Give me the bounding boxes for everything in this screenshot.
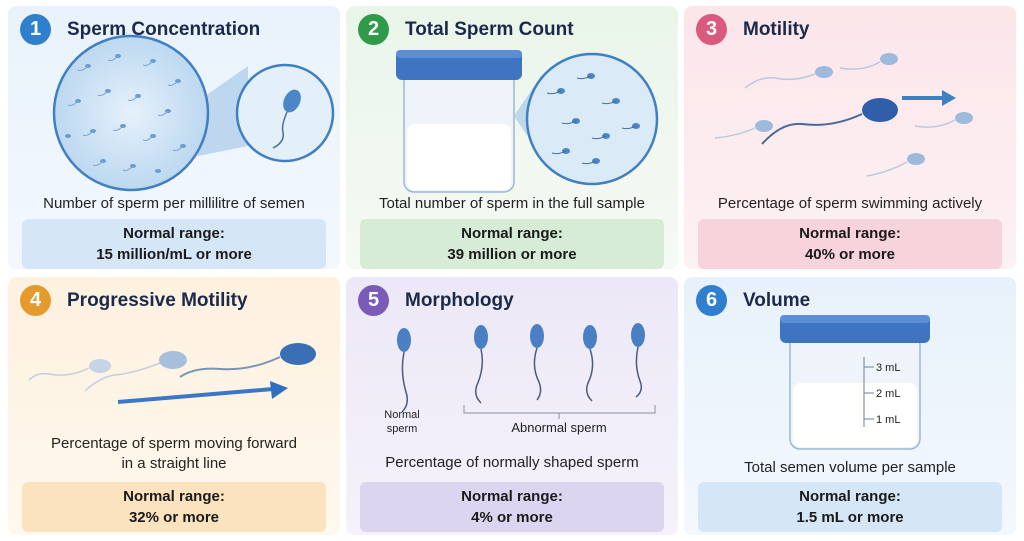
scale-mark-2ml: 2 mL [876,388,900,400]
card-description-line2: in a straight line [121,455,227,472]
card-title: Motility [743,18,810,40]
abnormal-sperm-label: Abnormal sperm [511,420,606,435]
normal-range-value: 1.5 mL or more [796,509,904,526]
sample-cup-icon [396,50,659,193]
card-title: Total Sperm Count [405,18,574,40]
normal-range-label: Normal range: [461,225,563,242]
normal-range-value: 39 million or more [447,246,577,263]
scale-mark-1ml: 1 mL [876,414,900,426]
magnified-sperm-icon [52,34,335,192]
normal-range-box: Normal range: 15 million/mL or more [22,219,326,269]
normal-range-value: 32% or more [128,509,220,526]
forward-moving-sperm-icon [28,343,316,404]
step-number-badge: 2 [358,14,389,45]
normal-range-label: Normal range: [123,488,225,505]
normal-range-box: Normal range: 1.5 mL or more [698,482,1002,532]
card-title: Sperm Concentration [67,18,261,40]
normal-range-box: Normal range: 39 million or more [360,219,664,269]
sperm-shapes-icon: Normal sperm Abnormal sperm [384,323,656,435]
card-title: Volume [743,289,811,311]
scale-mark-3ml: 3 mL [876,362,900,374]
card-description: Percentage of normally shaped sperm [385,454,639,471]
normal-range-label: Normal range: [461,488,563,505]
normal-range-label: Normal range: [123,225,225,242]
normal-range-value: 40% or more [804,246,896,263]
step-number-badge: 3 [696,14,727,45]
card-description: Total number of sperm in the full sample [379,195,645,212]
card-title: Progressive Motility [67,289,248,311]
normal-range-label: Normal range: [799,488,901,505]
step-number-badge: 5 [358,285,389,316]
card-description: Number of sperm per millilitre of semen [43,195,305,212]
normal-range-value: 4% or more [471,509,553,526]
card-description-line1: Percentage of sperm moving forward [51,435,297,452]
card-volume: 3 mL 2 mL 1 mL 6 Volume Total semen volu… [684,277,1016,535]
card-motility: 3 Motility Percentage of sperm swimming … [684,6,1016,269]
step-number-badge: 6 [696,285,727,316]
normal-range-label: Normal range: [799,225,901,242]
card-sperm-concentration: 1 Sperm Concentration Number of sperm pe… [8,6,340,269]
card-total-sperm-count: 2 Total Sperm Count Total number of sper… [346,6,678,269]
card-description: Percentage of sperm swimming actively [717,195,983,212]
card-morphology: Normal sperm Abnormal sperm 5 Morphology… [346,277,678,535]
card-progressive-motility: 4 Progressive Motility Percentage of spe… [8,277,340,535]
step-number-badge: 1 [20,14,51,45]
card-title: Morphology [405,289,514,311]
normal-range-box: Normal range: 40% or more [698,219,1002,269]
step-number-badge: 4 [20,285,51,316]
normal-range-box: Normal range: 32% or more [22,482,326,532]
swimming-sperm-icon [714,53,973,177]
normal-sperm-label-line2: sperm [387,423,418,435]
card-description: Total semen volume per sample [744,459,956,476]
normal-range-value: 15 million/mL or more [96,246,252,263]
measuring-cup-icon: 3 mL 2 mL 1 mL [780,315,930,450]
normal-range-box: Normal range: 4% or more [360,482,664,532]
normal-sperm-label-line1: Normal [384,409,419,421]
